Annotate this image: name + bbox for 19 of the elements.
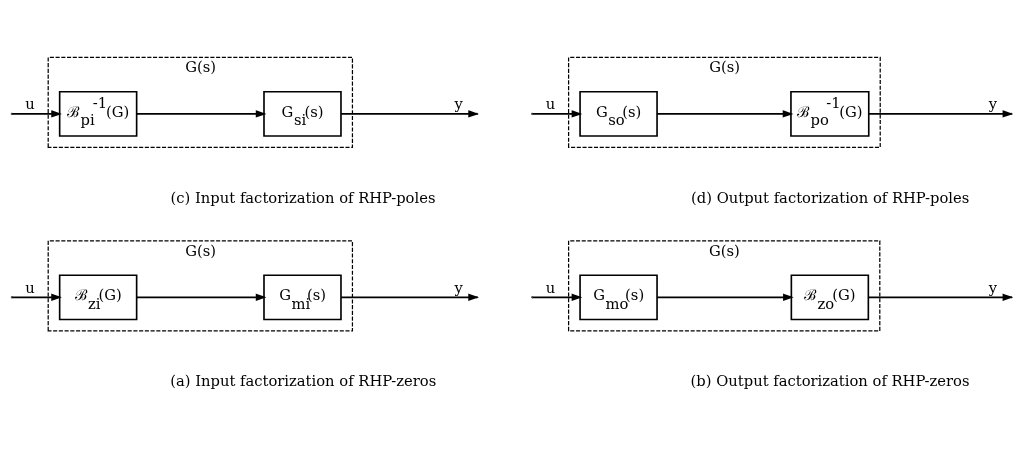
edge-label: y [454,278,463,296]
label: (b) Output factorization of RHP-zeros [690,372,970,390]
arrow [11,293,62,302]
edge-label: u [545,278,556,296]
arrow [531,110,583,118]
edge-label: u [25,95,35,113]
edge-label: y [988,278,998,296]
arrow [136,293,267,302]
edge-label: u [25,278,35,296]
edge-label: y [988,95,998,113]
label: (c) Input factorization of RHP-poles [170,188,436,206]
arrow [656,293,794,302]
edge-label: y [454,95,463,113]
arrow [136,110,267,118]
edge-label: u [545,95,556,113]
arrow [531,293,583,302]
label: (a) Input factorization of RHP-zeros [170,372,437,390]
label: (d) Output factorization of RHP-poles [691,188,970,206]
arrow [656,110,794,118]
